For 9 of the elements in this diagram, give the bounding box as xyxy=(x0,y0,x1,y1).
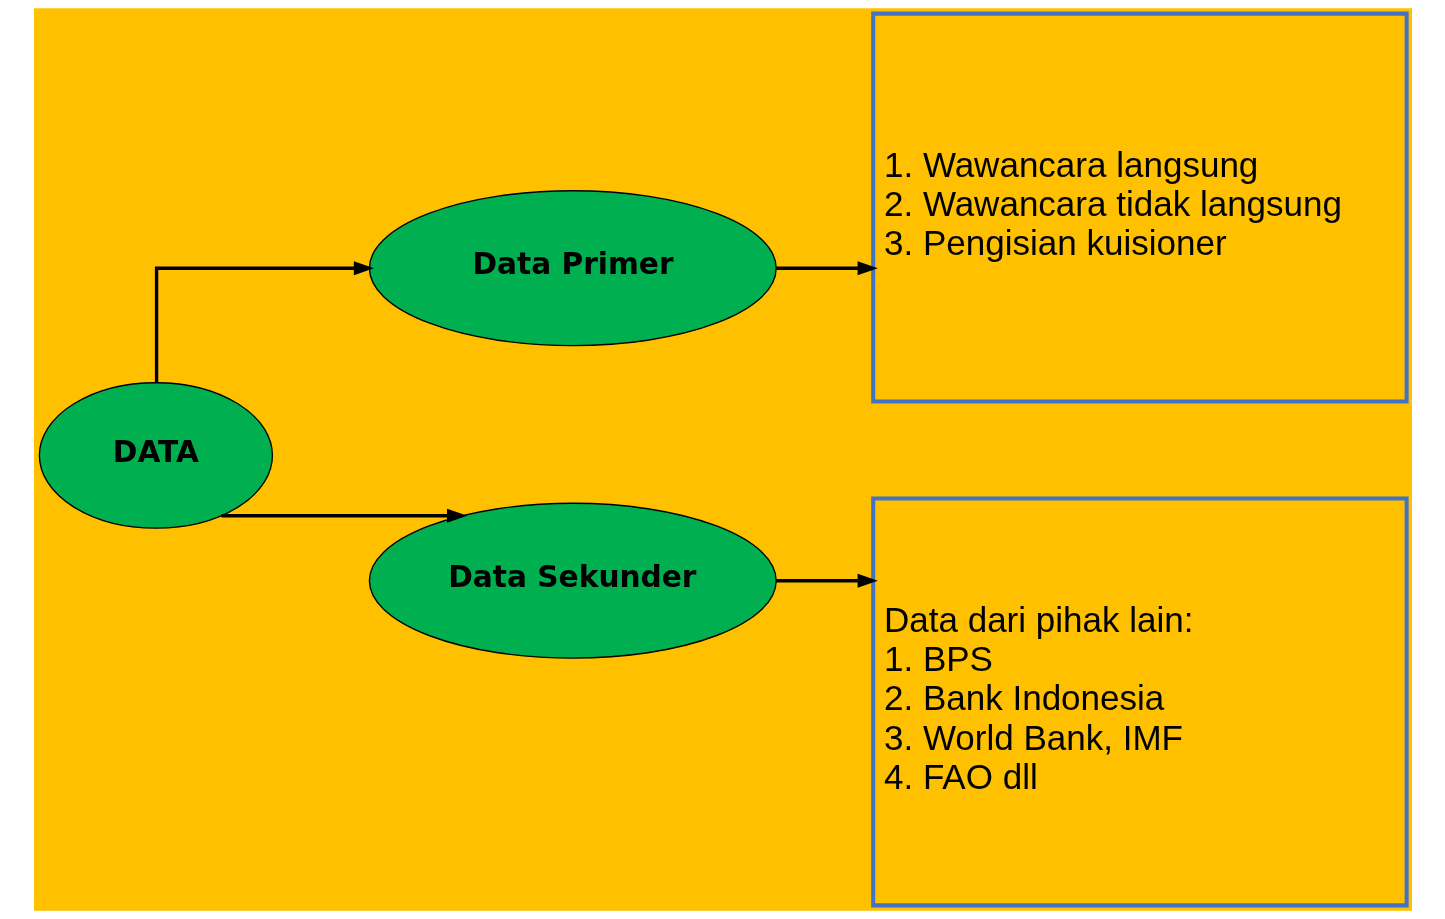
arrow xyxy=(154,261,374,383)
node-box: 1. Wawancara langsung 2. Wawancara tidak langsung 3. Pengisian kuisioner xyxy=(870,11,1409,404)
arrow xyxy=(775,261,878,276)
arrow xyxy=(775,573,878,588)
arrow xyxy=(221,508,467,523)
node-box: Data dari pihak lain: 1. BPS 2. Bank Indonesia 3. World Bank, IMF 4. FAO dll xyxy=(870,496,1409,908)
node-ellipse: Data Primer xyxy=(368,190,777,347)
node-ellipse: Data Sekunder xyxy=(368,502,777,659)
node-ellipse: DATA xyxy=(38,382,273,529)
